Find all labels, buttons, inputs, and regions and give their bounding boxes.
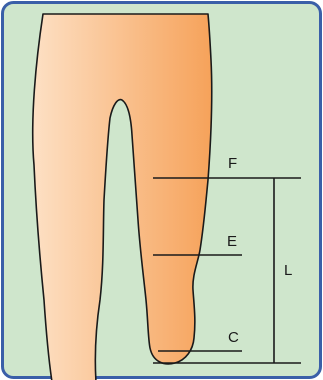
label-f: F [228, 155, 237, 172]
label-l: L [284, 262, 292, 279]
label-c: C [228, 329, 239, 346]
label-e: E [227, 233, 237, 250]
